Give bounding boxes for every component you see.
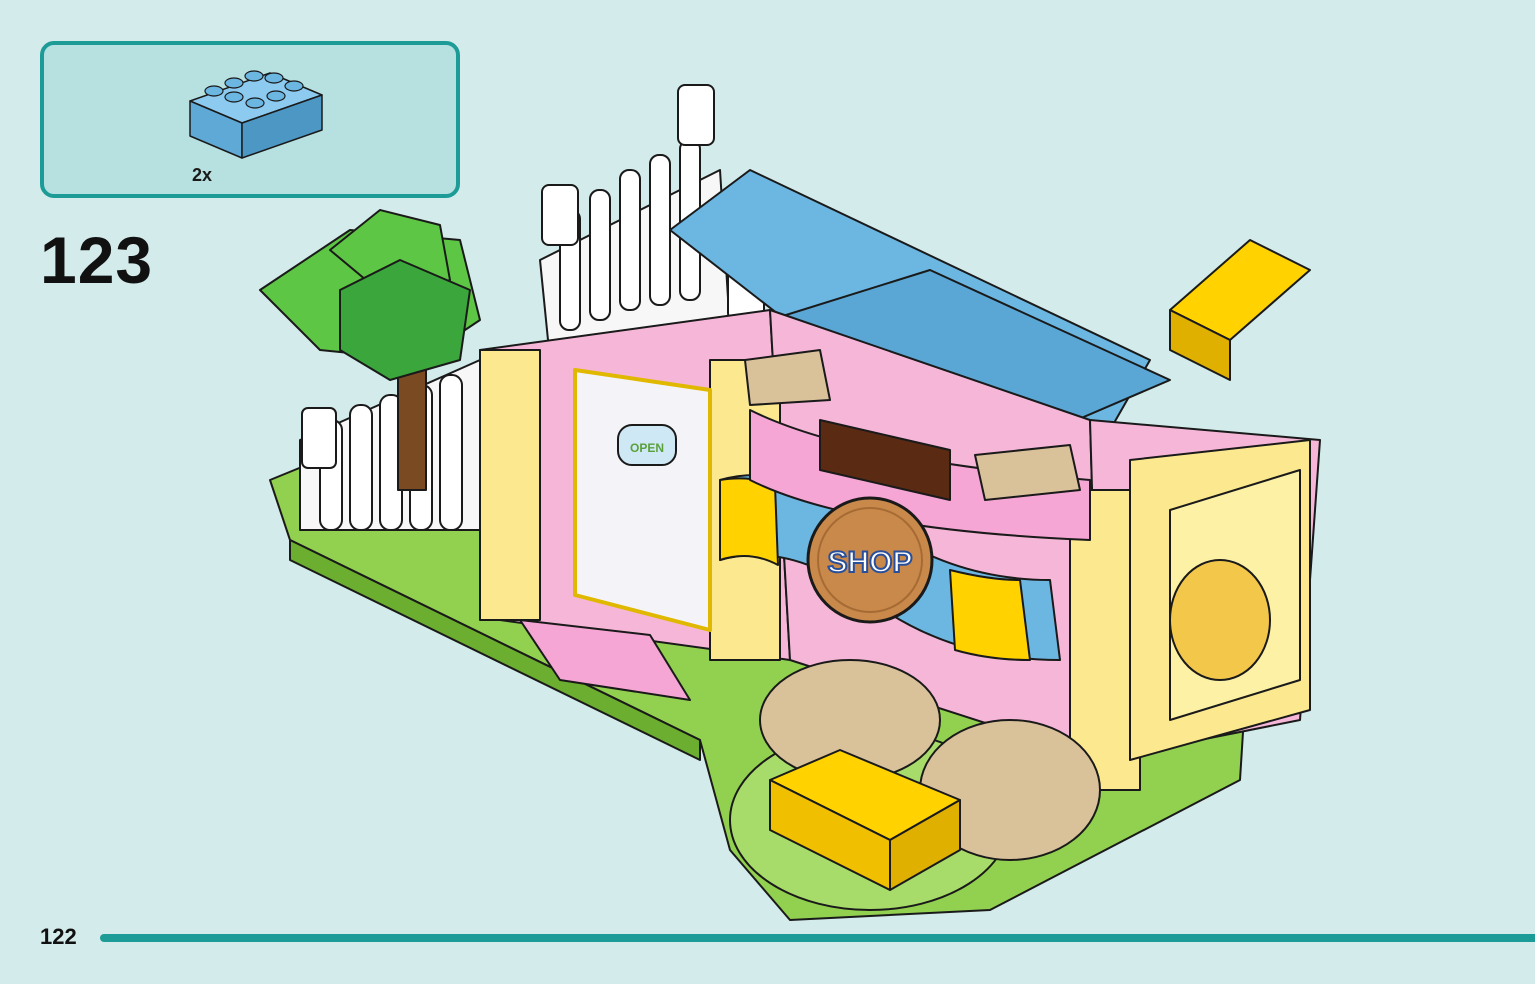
light-blue-brick-2x4-icon [189, 70, 323, 159]
open-sign: OPEN [617, 424, 677, 466]
shop-sign-text: SHOP [827, 546, 912, 579]
open-sign-text: OPEN [630, 441, 664, 455]
page-number: 122 [40, 924, 77, 949]
part-quantity: 2x [192, 165, 213, 185]
parts-callout-box: 2x [40, 41, 460, 198]
step-number: 123 [40, 223, 154, 297]
footer-divider [100, 934, 1535, 942]
pet-shop-model-illustration: SHOP OPEN [259, 84, 1321, 921]
shop-sign: SHOP [806, 496, 934, 624]
